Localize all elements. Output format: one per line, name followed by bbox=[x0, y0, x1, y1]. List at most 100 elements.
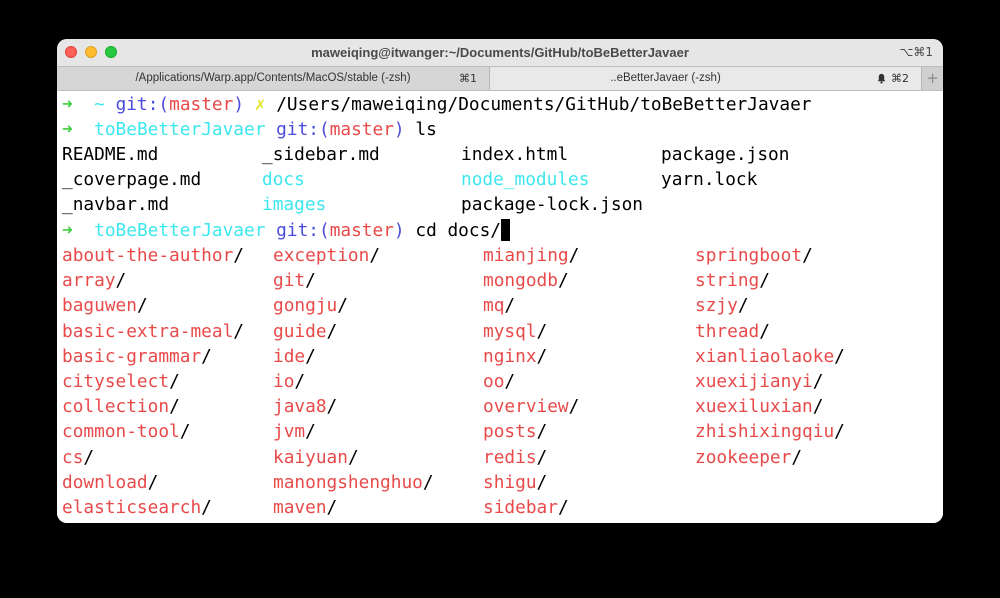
completion-entry[interactable]: shigu/ bbox=[483, 470, 547, 495]
completion-suffix: / bbox=[568, 396, 580, 418]
completion-entry[interactable]: szjy/ bbox=[695, 293, 749, 318]
completion-dir-name: basic-extra-meal bbox=[62, 320, 234, 342]
tab-1[interactable]: /Applications/Warp.app/Contents/MacOS/st… bbox=[57, 67, 490, 90]
ls-dir-entry: node_modules bbox=[461, 169, 590, 190]
completion-suffix: / bbox=[834, 421, 845, 443]
completion-entry[interactable]: zookeeper/ bbox=[695, 445, 802, 470]
completion-suffix: / bbox=[557, 270, 569, 292]
new-tab-button[interactable]: + bbox=[926, 69, 939, 87]
completion-entry[interactable]: posts/ bbox=[483, 419, 547, 444]
completion-suffix: / bbox=[812, 396, 824, 418]
ls-file-entry: package-lock.json bbox=[461, 194, 643, 215]
completion-dir-name: redis bbox=[483, 446, 537, 468]
completion-entry[interactable]: maven/ bbox=[273, 495, 337, 520]
completion-dir-name: elasticsearch bbox=[62, 497, 202, 518]
completion-entry[interactable]: mianjing/ bbox=[483, 243, 579, 268]
prompt-line-3: ➜ toBeBetterJavaer git:(master) cd docs/ bbox=[62, 218, 511, 243]
completion-entry[interactable]: about-the-author/ bbox=[62, 243, 244, 268]
completion-entry[interactable]: nginx/ bbox=[483, 344, 547, 369]
prompt-line-1: ➜ ~ git:(master) ✗ /Users/maweiqing/Docu… bbox=[62, 92, 811, 117]
bell-icon bbox=[877, 73, 886, 84]
completion-suffix: / bbox=[759, 270, 770, 292]
completion-dir-name: cs bbox=[62, 446, 84, 468]
completion-entry[interactable]: manongshenghuo/ bbox=[273, 470, 434, 495]
completion-dir-name: cityselect bbox=[62, 371, 170, 392]
path-text: /Users/maweiqing/Documents/GitHub/toBeBe… bbox=[276, 94, 812, 115]
completion-entry[interactable]: basic-extra-meal/ bbox=[62, 319, 244, 344]
completion-entry[interactable]: zhishixingqiu/ bbox=[695, 419, 845, 444]
dirty-mark-icon: ✗ bbox=[254, 94, 266, 115]
completion-suffix: / bbox=[305, 421, 316, 443]
git-paren: ) bbox=[393, 119, 405, 140]
ls-file-entry: _coverpage.md bbox=[62, 169, 202, 190]
completion-entry[interactable]: exception/ bbox=[273, 243, 380, 268]
completion-dir-name: manongshenghuo bbox=[273, 471, 423, 493]
prompt-dir: toBeBetterJavaer bbox=[94, 220, 266, 241]
completion-entry[interactable]: io/ bbox=[273, 369, 305, 394]
minimize-button[interactable] bbox=[85, 46, 97, 58]
completion-entry[interactable]: oo/ bbox=[483, 369, 515, 394]
completion-entry[interactable]: xuexijianyi/ bbox=[695, 369, 823, 394]
completion-suffix: / bbox=[422, 471, 434, 493]
completion-entry[interactable]: mongodb/ bbox=[483, 268, 569, 293]
completion-suffix: / bbox=[369, 245, 381, 266]
completion-suffix: / bbox=[536, 421, 548, 443]
completion-suffix: / bbox=[136, 295, 148, 317]
completion-entry[interactable]: mysql/ bbox=[483, 319, 547, 344]
completion-dir-name: collection bbox=[62, 396, 170, 418]
completion-entry[interactable]: download/ bbox=[62, 470, 158, 495]
completion-suffix: / bbox=[326, 320, 338, 342]
title-bar[interactable]: maweiqing@itwanger:~/Documents/GitHub/to… bbox=[57, 39, 943, 66]
completion-entry[interactable]: springboot/ bbox=[695, 243, 813, 268]
completion-suffix: / bbox=[536, 345, 548, 367]
completion-entry[interactable]: collection/ bbox=[62, 394, 180, 419]
close-button[interactable] bbox=[65, 46, 77, 58]
completion-dir-name: string bbox=[695, 270, 760, 292]
completion-entry[interactable]: common-tool/ bbox=[62, 419, 190, 444]
completion-entry[interactable]: ide/ bbox=[273, 344, 316, 369]
completion-entry[interactable]: elasticsearch/ bbox=[62, 495, 212, 520]
completion-entry[interactable]: redis/ bbox=[483, 445, 547, 470]
tab-2-title: ..eBetterJavaer (-zsh) bbox=[610, 72, 721, 84]
completion-dir-name: gongju bbox=[273, 295, 338, 317]
completion-entry[interactable]: array/ bbox=[62, 268, 126, 293]
completion-entry[interactable]: gongju/ bbox=[273, 293, 348, 318]
git-label: git:( bbox=[115, 94, 170, 115]
ls-file-entry: README.md bbox=[62, 144, 159, 165]
ls-dir-entry: images bbox=[262, 194, 327, 215]
completion-dir-name: shigu bbox=[483, 471, 537, 493]
completion-suffix: / bbox=[504, 295, 516, 317]
completion-entry[interactable]: basic-grammar/ bbox=[62, 344, 212, 369]
completion-dir-name: thread bbox=[695, 320, 760, 342]
ls-file-entry: index.html bbox=[461, 144, 569, 165]
completion-dir-name: xianliaolaoke bbox=[695, 345, 835, 367]
completion-entry[interactable]: guide/ bbox=[273, 319, 337, 344]
completion-suffix: / bbox=[179, 421, 191, 443]
completion-entry[interactable]: baguwen/ bbox=[62, 293, 148, 318]
completion-entry[interactable]: cs/ bbox=[62, 445, 94, 470]
prompt-arrow-icon: ➜ bbox=[62, 94, 73, 115]
git-label: git:( bbox=[276, 119, 330, 140]
completion-entry[interactable]: mq/ bbox=[483, 293, 515, 318]
completion-entry[interactable]: kaiyuan/ bbox=[273, 445, 359, 470]
text-cursor bbox=[501, 219, 511, 241]
git-branch: master bbox=[169, 94, 234, 115]
terminal-window: maweiqing@itwanger:~/Documents/GitHub/to… bbox=[57, 39, 943, 523]
tab-2[interactable]: ..eBetterJavaer (-zsh) ⌘2 bbox=[490, 67, 922, 90]
completion-dir-name: common-tool bbox=[62, 421, 180, 443]
completion-entry[interactable]: sidebar/ bbox=[483, 495, 569, 520]
completion-entry[interactable]: cityselect/ bbox=[62, 369, 180, 394]
completion-entry[interactable]: thread/ bbox=[695, 319, 770, 344]
git-paren: ) bbox=[233, 94, 245, 115]
completion-entry[interactable]: git/ bbox=[273, 268, 316, 293]
completion-entry[interactable]: jvm/ bbox=[273, 419, 316, 444]
completion-entry[interactable]: string/ bbox=[695, 268, 770, 293]
completion-entry[interactable]: java8/ bbox=[273, 394, 337, 419]
completion-entry[interactable]: overview/ bbox=[483, 394, 579, 419]
tab-bar: /Applications/Warp.app/Contents/MacOS/st… bbox=[57, 66, 943, 91]
completion-suffix: / bbox=[326, 497, 338, 518]
terminal-output[interactable]: ➜ ~ git:(master) ✗ /Users/maweiqing/Docu… bbox=[57, 91, 943, 523]
zoom-button[interactable] bbox=[105, 46, 117, 58]
completion-entry[interactable]: xianliaolaoke/ bbox=[695, 344, 845, 369]
completion-entry[interactable]: xuexiluxian/ bbox=[695, 394, 823, 419]
